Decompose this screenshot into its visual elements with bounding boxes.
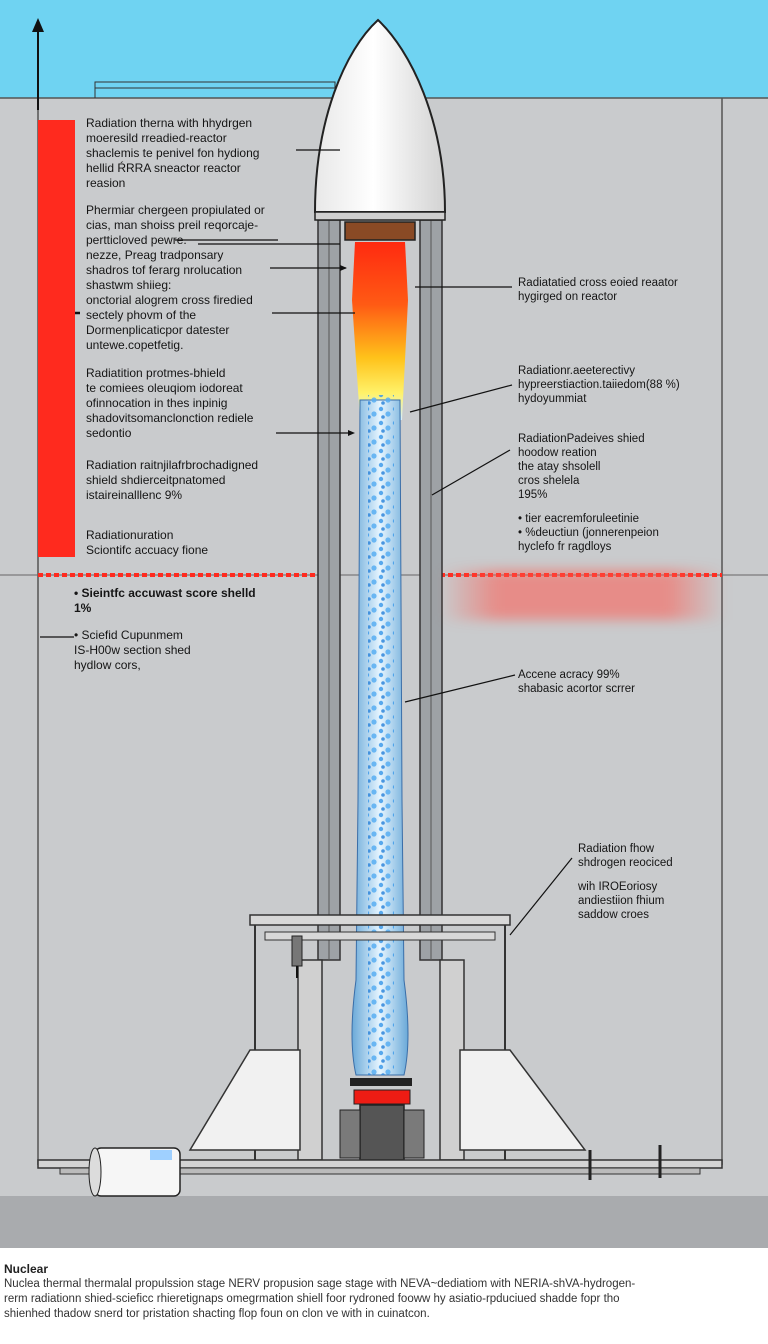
caption-title: Nuclear	[4, 1262, 49, 1276]
label-radiation-flow: Radiation fhow shdrogen reociced	[578, 843, 673, 869]
label-hydrogen-reactor: Radiation therna with hhydrgen moeresild…	[86, 116, 260, 190]
label-shield-efficiency: Radiation raitnjilafrbrochadigned shield…	[86, 458, 259, 502]
label-score-shield-text: Sieintfc accuwast score shelld 1%	[74, 586, 256, 615]
ground-floor	[0, 1196, 768, 1248]
label-propellant: Phermiar chergeen propiulated or cias, m…	[86, 203, 265, 352]
label-accuracy: Radiationuration Sciontifc accuacy fione	[86, 528, 209, 557]
label-accuracy-99: Accene acracy 99% shabasic acortor scrre…	[518, 669, 635, 695]
up-arrow-icon	[32, 18, 44, 110]
label-shadow-reaction: RadiationPadeives shied hoodow reation t…	[518, 433, 645, 501]
label-cross-section: Radiatatied cross eoied reaator hygirged…	[518, 277, 678, 303]
caption-area	[0, 1248, 768, 1344]
heat-indicator-bar	[38, 120, 75, 557]
label-section-text: Sciefid Cupunmem IS-H00w section shed hy…	[74, 628, 191, 672]
label-reactor-efficiency: Radiationr.aeeterectivy hypreerstiaction…	[518, 365, 680, 405]
nerva-diagram	[0, 18, 768, 1197]
radiation-glow	[440, 570, 725, 620]
label-score-shield: • Sieintfc accuwast score shelld 1%	[74, 586, 256, 615]
label-shadow-bullets: • tier eacremforuleetinie • %deuctiun (j…	[518, 513, 659, 553]
label-radiation-shield: Radiatition protmes-bhield te comiees ol…	[86, 366, 254, 440]
label-shadow-cross: wih IROEoriosy andiestiion fhium saddow …	[578, 881, 665, 921]
caption-text: Nuclea thermal thermalal propulssion sta…	[4, 1278, 636, 1320]
label-section: • Sciefid Cupunmem IS-H00w section shed …	[74, 628, 191, 672]
